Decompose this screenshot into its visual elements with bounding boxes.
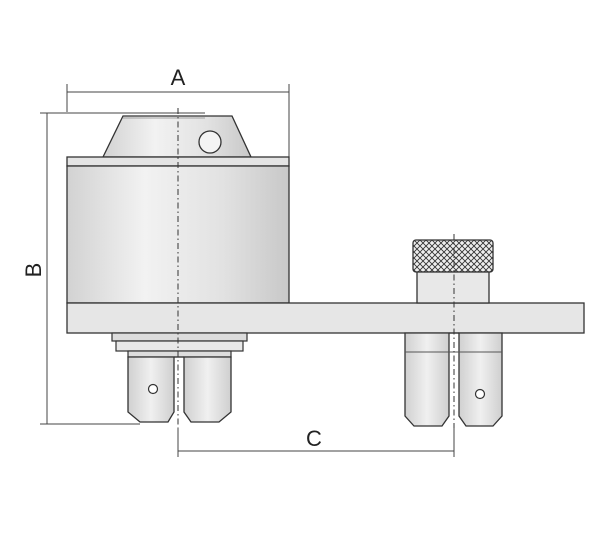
top-cap [101, 115, 253, 158]
dimension-a: A [66, 65, 290, 160]
right-jaw-right [458, 332, 503, 427]
left-jaw-assembly [111, 332, 248, 423]
right-jaw-pin-icon [474, 388, 486, 400]
right-jaw-left [404, 332, 450, 427]
right-jaw-assembly [404, 239, 503, 427]
left-collar-neck [127, 350, 232, 358]
dimension-c-label: C [306, 426, 322, 451]
left-collar-upper [111, 332, 248, 342]
left-jaw-right [183, 356, 232, 423]
knob-neck [416, 271, 490, 304]
horizontal-arm [66, 302, 585, 334]
dimension-b-label: B [21, 263, 46, 278]
knurled-knob [412, 239, 494, 273]
dimension-c: C [177, 426, 455, 457]
dimension-a-label: A [171, 65, 186, 90]
left-collar-lower [115, 340, 244, 352]
locking-pin-icon [198, 130, 222, 154]
left-jaw-pin-icon [147, 383, 159, 395]
